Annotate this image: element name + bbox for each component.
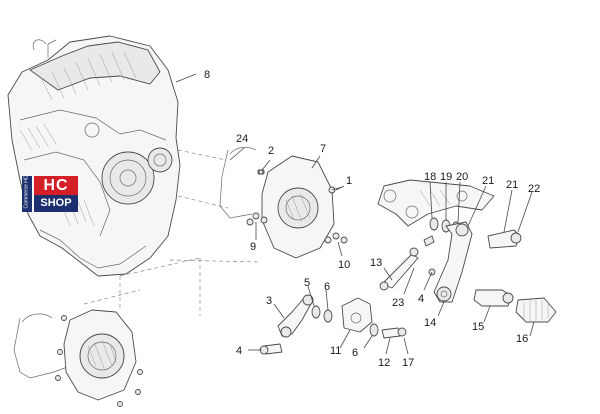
callout-22: 22 [528, 183, 540, 195]
pin-22 [487, 229, 522, 249]
callout-9: 10 [338, 259, 350, 271]
callout-11: 11 [330, 345, 341, 357]
badge-side-text: Commerce HC [23, 175, 30, 209]
block-11 [341, 297, 373, 333]
callout-6-upper: 6 [324, 281, 330, 293]
linkage-rod [379, 235, 435, 291]
cover-and-gasket [219, 147, 348, 259]
callout-16: 15 [472, 321, 484, 333]
callout-20: 20 [456, 171, 468, 183]
cover-assembly-lower [13, 309, 143, 407]
shift-lever [428, 221, 473, 303]
footpeg-17 [515, 297, 557, 323]
callout-19: 19 [440, 171, 452, 183]
callout-1: 1 [346, 175, 352, 187]
hardware-12-13 [369, 323, 407, 339]
pin-16 [473, 289, 514, 307]
footrest-bracket [377, 179, 495, 227]
callout-labels: 8 24 2 7 1 9 10 18 19 20 21 21 22 13 23 … [204, 69, 540, 369]
callout-3: 3 [266, 295, 272, 307]
hc-shop-badge: Commerce HC HC SHOP [22, 175, 78, 212]
callout-21a: 21 [482, 175, 494, 187]
badge-hc-text: HC [34, 176, 78, 195]
washers-5-6 [311, 305, 333, 323]
callout-13: 17 [402, 357, 414, 369]
lever-arm-3 [277, 294, 314, 338]
callout-23: 23 [392, 297, 404, 309]
callout-18: 18 [424, 171, 436, 183]
bolt-4 [259, 343, 283, 355]
callout-12: 12 [378, 357, 390, 369]
callout-6-lower: 6 [352, 347, 358, 359]
callout-4-upper: 4 [418, 293, 424, 305]
leader-lines [175, 73, 535, 355]
engine-block [7, 35, 181, 277]
callout-17: 16 [516, 333, 528, 345]
callout-4-lower: 4 [236, 345, 242, 357]
badge-shop-text: SHOP [34, 195, 78, 212]
callout-7: 7 [320, 143, 326, 155]
callout-5: 5 [304, 277, 310, 289]
badge-side-strip: Commerce HC [22, 175, 32, 212]
callout-24: 24 [236, 133, 248, 145]
callout-10: 8 [204, 69, 210, 81]
callout-21b: 21 [506, 179, 518, 191]
callout-8: 9 [250, 241, 256, 253]
callout-2: 2 [268, 145, 274, 157]
callout-14: 13 [370, 257, 382, 269]
callout-15: 14 [424, 317, 436, 329]
